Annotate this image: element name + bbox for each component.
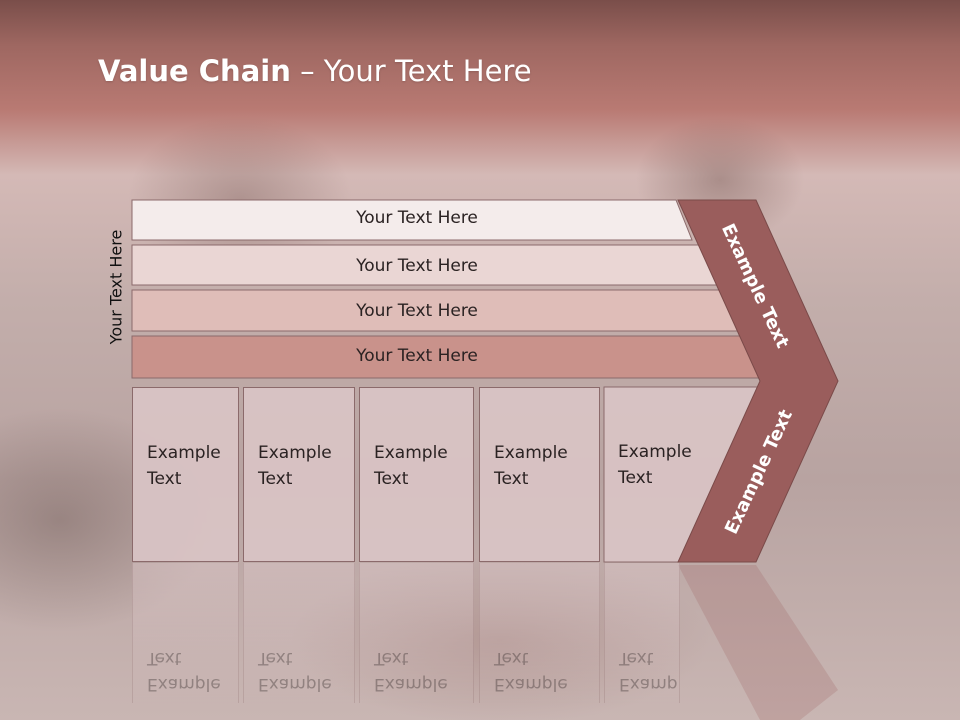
box-3: Example Text (359, 387, 474, 562)
box-4: Example Text (479, 387, 600, 562)
box-5: Example Text (604, 387, 692, 562)
row-label-3: Your Text Here (356, 301, 478, 321)
box-label-2: Example Text (258, 443, 332, 489)
box-reflection-label-2: Example Text (258, 648, 332, 694)
box-1: Example Text (132, 387, 239, 562)
row-shape-1 (131, 199, 693, 241)
row-label-1: Your Text Here (356, 208, 478, 228)
box-reflection-1: Example Text (132, 563, 239, 703)
row-label-4: Your Text Here (356, 346, 478, 366)
title-rest: – Your Text Here (290, 54, 532, 88)
box-reflection-label-1: Example Text (147, 648, 221, 694)
box-reflection-label-4: Example Text (494, 648, 568, 694)
box-reflection-4: Example Text (479, 563, 600, 703)
box-reflection-5: Example Text (604, 563, 680, 703)
box-label-4: Example Text (494, 443, 568, 489)
box-label-3: Example Text (374, 443, 448, 489)
box-reflection-label-5: Example Text (619, 648, 679, 694)
row-label-2: Your Text Here (356, 256, 478, 276)
box-2: Example Text (243, 387, 355, 562)
chevron-reflection (678, 565, 838, 720)
slide-title: Value Chain – Your Text Here (98, 54, 532, 88)
box-label-1: Example Text (147, 443, 221, 489)
chevron-arrow (677, 199, 839, 563)
title-bold: Value Chain (98, 54, 291, 88)
box-reflection-label-3: Example Text (374, 648, 448, 694)
box-reflection-3: Example Text (359, 563, 474, 703)
box-label-5: Example Text (618, 442, 692, 488)
box-reflection-2: Example Text (243, 563, 355, 703)
